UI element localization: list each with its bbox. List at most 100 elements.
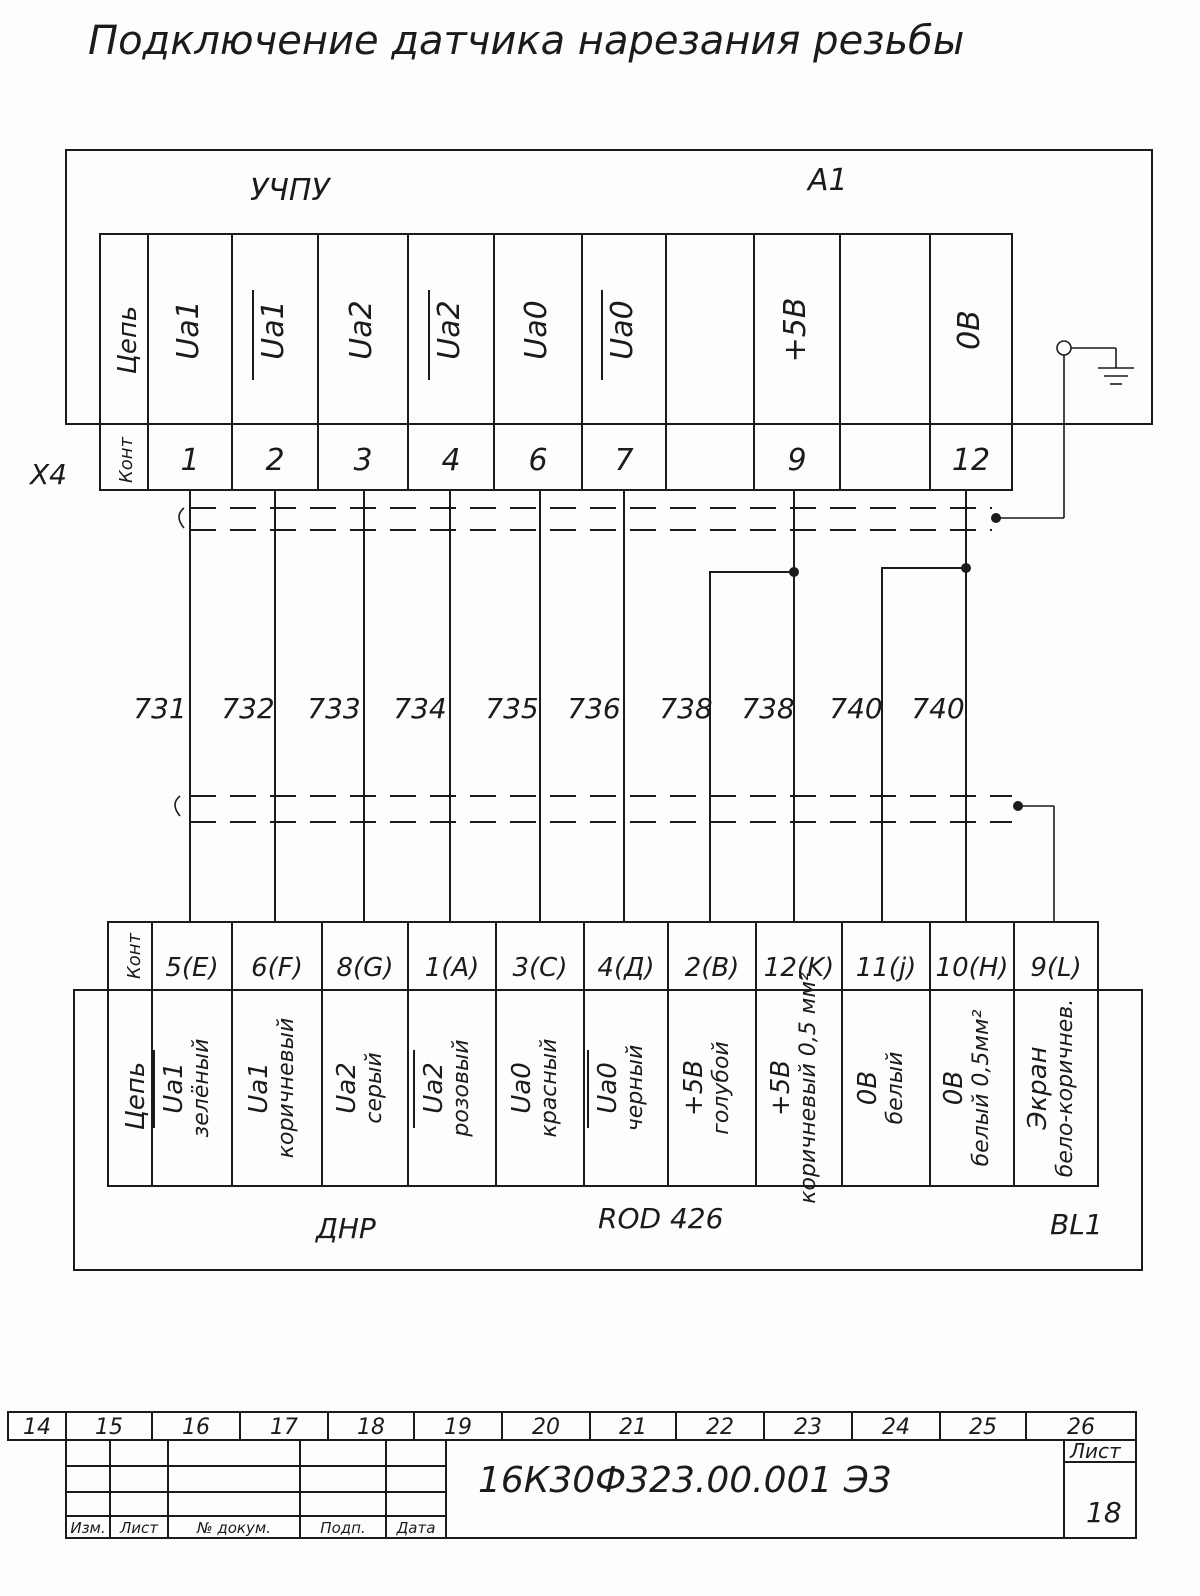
title-block-column-label: Изм. (70, 1519, 105, 1537)
title-block-column-label: Дата (396, 1519, 436, 1537)
upper-contact-number: 2 (265, 443, 284, 478)
upper-circuit-label: Цепь (113, 306, 143, 375)
lower-contact-label: Конт (124, 932, 145, 979)
zone-number: 14 (23, 1415, 51, 1440)
upper-contact-number: 7 (614, 443, 633, 478)
upper-contact-number: 4 (441, 443, 460, 478)
wire-number: 738 (659, 692, 712, 725)
lower-wire-color: белый (883, 1052, 908, 1125)
zone-strip (7, 1411, 1137, 1441)
lower-wire-color: зелёный (189, 1039, 214, 1138)
wire-number: 738 (741, 692, 794, 725)
upper-signal-label: Ua0 (519, 300, 554, 359)
zone-number: 25 (969, 1415, 997, 1440)
lower-contact-number: 5(E) (165, 953, 218, 983)
zone-number: 26 (1067, 1415, 1095, 1440)
lower-wire-color: коричневый 0,5 мм² (796, 972, 821, 1204)
wire-number: 733 (307, 692, 360, 725)
upper-contact-label: Конт (116, 436, 137, 483)
junction-dot (789, 567, 799, 577)
junction-dot (961, 563, 971, 573)
upper-signal-label: Ua2 (344, 300, 379, 359)
lower-contact-number: 12(K) (764, 953, 834, 983)
wire-number: 740 (829, 692, 882, 725)
wire-number: 732 (221, 692, 274, 725)
lower-contact-number: 2(B) (685, 953, 740, 983)
wire-number: 740 (911, 692, 964, 725)
wire-number: 735 (485, 692, 538, 725)
ground-symbol (1000, 340, 1134, 519)
lower-wire-color: черный (623, 1045, 648, 1132)
lower-signal-label: +5B (679, 1060, 709, 1116)
wire-number: 731 (133, 692, 186, 725)
zone-number: 21 (619, 1415, 647, 1440)
upper-block-frame (65, 149, 1153, 425)
upper-contact-number: 6 (528, 443, 547, 478)
lower-signal-label: Ua1 (244, 1062, 274, 1114)
upper-signal-label: Ua1 (256, 300, 291, 359)
sheet-label: Лист (1069, 1439, 1122, 1463)
upper-signal-label: Ua2 (432, 300, 467, 359)
cable-shield-upper (178, 507, 1001, 531)
upper-table-outline (99, 233, 1013, 491)
connector-x4-label: Х4 (28, 458, 67, 491)
upper-connector-table: Цепь Конт Ua11Ua12Ua23Ua24Ua06Ua07+5B90B… (99, 233, 1013, 491)
lower-signal-label: Ua2 (419, 1062, 449, 1114)
upper-contact-number: 3 (353, 443, 372, 478)
zone-number: 23 (794, 1415, 822, 1440)
title-block-frame (65, 1439, 1137, 1539)
upper-contact-number: 9 (787, 443, 806, 478)
upper-contact-number: 1 (180, 443, 199, 478)
lower-wire-color: красный (537, 1039, 562, 1138)
lower-signal-label: Экран (1023, 1046, 1053, 1130)
zone-number: 20 (532, 1415, 560, 1440)
lower-signal-label: Ua0 (507, 1062, 537, 1114)
lower-contact-number: 9(L) (1030, 953, 1081, 983)
lower-contact-number: 6(F) (251, 953, 303, 983)
zone-number: 24 (882, 1415, 910, 1440)
lower-contact-number: 11(j) (856, 953, 917, 983)
zone-number: 19 (444, 1415, 472, 1440)
title-block-column-label: Подп. (320, 1519, 365, 1537)
lower-contact-number: 4(Д) (597, 953, 654, 983)
lower-circuit-label: Цепь (121, 1062, 151, 1131)
lower-contact-number: 1(A) (425, 953, 480, 983)
lower-signal-label: Ua0 (593, 1062, 623, 1114)
zone-number: 18 (357, 1415, 385, 1440)
wire-number: 734 (393, 692, 446, 725)
diagram-title: Подключение датчика нарезания резьбы (88, 18, 964, 64)
lower-contact-number: 10(H) (936, 953, 1009, 983)
lower-signal-label: Ua2 (332, 1062, 362, 1114)
lower-wire-color: серый (362, 1052, 387, 1123)
lower-wire-color: голубой (709, 1041, 734, 1134)
lower-block-model: ROD 426 (598, 1202, 723, 1235)
upper-signal-label: Ua0 (605, 300, 640, 359)
title-block-column-label: Лист (119, 1519, 159, 1537)
upper-contact-number: 12 (952, 443, 990, 478)
lower-contact-number: 8(G) (337, 953, 394, 983)
lower-block-name: ДНР (314, 1212, 376, 1245)
upper-block-designator: А1 (806, 163, 848, 198)
lower-block-designator: BL1 (1050, 1208, 1103, 1241)
zone-number: 16 (182, 1415, 210, 1440)
lower-signal-label: Ua1 (159, 1062, 189, 1114)
title-block-column-label: № докум. (196, 1519, 271, 1537)
lower-wire-color: белый 0,5мм² (969, 1009, 994, 1166)
upper-signal-label: 0B (952, 310, 987, 350)
document-number: 16К30Ф323.00.001 Э3 (478, 1460, 892, 1501)
lower-wire-color: бело-коричнев. (1053, 999, 1078, 1177)
sheet-number: 18 (1086, 1496, 1122, 1529)
upper-block-name: УЧПУ (250, 173, 331, 208)
lower-signal-label: 0B (939, 1071, 969, 1105)
lower-wire-color: розовый (449, 1039, 474, 1137)
lower-table-outline (107, 921, 1099, 1187)
ground-branch-wire (881, 567, 966, 922)
wire-number: 736 (567, 692, 620, 725)
supply-branch-wire (709, 571, 794, 922)
lower-contact-number: 3(C) (513, 953, 568, 983)
lower-signal-label: 0B (853, 1071, 883, 1105)
